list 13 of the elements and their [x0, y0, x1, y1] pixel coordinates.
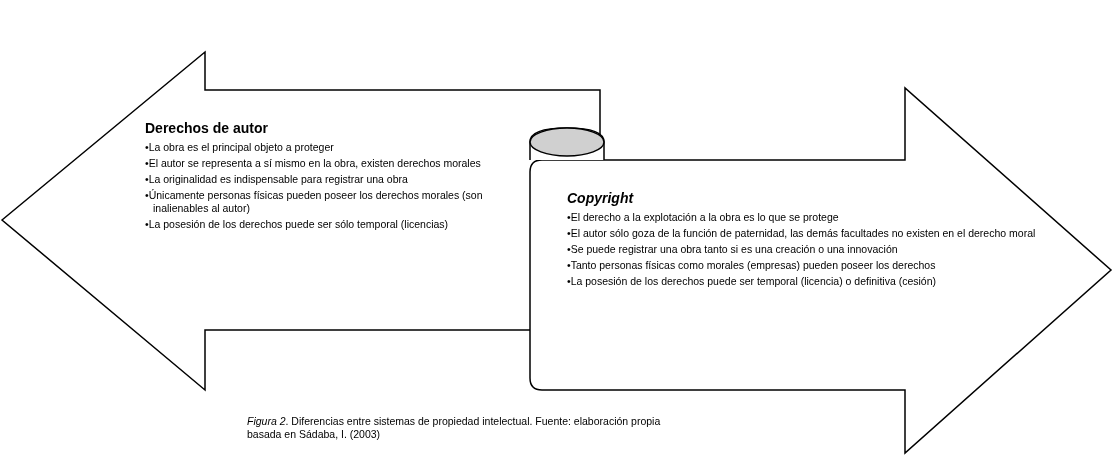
figure-caption: Figura 2. Diferencias entre sistemas de propiedad intelectual. Fuente: elaboración propia basada en Sádaba, I. (2003) — [247, 415, 662, 441]
bullet-text: •Se puede registrar una obra tanto si es una creación o una innovación — [567, 243, 899, 256]
bullet-text: •La posesión de los derechos puede ser temporal (licencia) o definitiva (cesión) — [567, 275, 938, 288]
heading-text: Copyright — [567, 190, 634, 206]
bullet-text: •Tanto personas físicas como morales (empresas) pueden poseer los derechos — [567, 259, 937, 272]
bullet-text: •El autor se representa a sí mismo en la obra, existen derechos morales — [145, 157, 482, 170]
bullet-text: •La posesión de los derechos puede ser sólo temporal (licencias) — [145, 218, 450, 231]
bullet-text: •La obra es el principal objeto a proteger — [145, 141, 335, 154]
heading-text: Derechos de autor — [145, 120, 268, 136]
bullet-text: •La originalidad es indispensable para registrar una obra — [145, 173, 409, 186]
bullet-text: •Únicamente personas físicas pueden poseer los derechos morales (son inalienables al autor) — [145, 189, 484, 215]
bullet-text: •El derecho a la explotación a la obra es lo que se protege — [567, 211, 840, 224]
bullet-text: •El autor sólo goza de la función de paternidad, las demás facultades no existen en el derecho moral — [567, 227, 1037, 240]
